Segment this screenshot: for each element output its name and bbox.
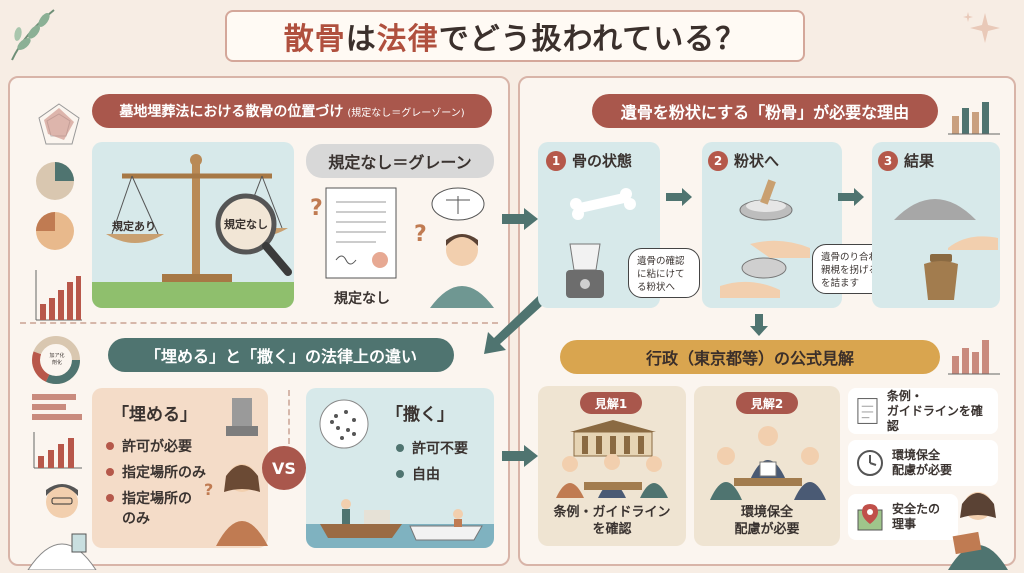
side-item-guideline: 条例・ ガイドラインを確認 <box>848 388 998 434</box>
reading-woman-icon <box>948 492 1008 570</box>
view1-caption: 条例・ガイドライン を確認 <box>553 505 671 537</box>
list-item: 許可不要 <box>396 438 468 458</box>
scatter-panel: 「撒く」 許可不要 自由 <box>306 388 494 548</box>
bury-title: 「埋める」 <box>112 405 197 425</box>
arrow-right-icon-3 <box>666 188 692 206</box>
woman-thinking-icon <box>216 464 268 546</box>
scale-left-label: 規定あり <box>112 220 156 233</box>
list-item: のみ <box>122 511 150 527</box>
pie-chart-icon <box>36 162 74 200</box>
right-bottom-header: 行政（東京都等）の公式見解 <box>560 340 940 374</box>
donut-chart-icon <box>32 336 80 384</box>
government-building-icon <box>570 420 656 457</box>
arrow-down-icon <box>750 314 768 336</box>
doc-caption: 規定なし <box>334 291 390 307</box>
map-pin-icon <box>857 504 883 531</box>
left-top-header: 墓地埋葬法における散骨の位置づけ(規定なし＝グレーゾーン) <box>92 94 492 128</box>
arrow-right-icon <box>502 208 538 230</box>
powder-pile-icon <box>894 199 976 220</box>
scale-right-label: 規定なし <box>224 218 268 231</box>
grinder-icon <box>566 243 604 298</box>
arrow-diagonal-icon <box>484 296 546 354</box>
radar-chart-icon <box>38 103 80 145</box>
scatter-title: 「撒く」 <box>386 405 454 425</box>
sparkle-icon <box>963 12 1000 43</box>
view1-tag: 見解1 <box>580 392 642 414</box>
side-item-label: 条例・ ガイドラインを確認 <box>886 388 983 433</box>
horizontal-bar-chart-icon <box>32 394 82 420</box>
thought-scale-icon <box>431 187 485 221</box>
view2-caption: 環境保全 配慮が必要 <box>734 505 800 537</box>
donut-label: 加ア化 剤化 <box>49 353 65 366</box>
side-item-environment: 環境保全 配慮が必要 <box>848 440 998 486</box>
bar-chart-icon <box>35 270 82 321</box>
bury-list: 許可が必要 指定場所のみ 指定場所の のみ <box>106 436 206 534</box>
meeting-people-icon <box>556 454 668 498</box>
bar-chart-icon-right <box>948 102 1000 135</box>
side-item-label: 環境保全 配慮が必要 <box>892 448 953 477</box>
left-bottom-header: 「埋める」と「撒く」の法律上の違い <box>108 338 454 372</box>
arrow-right-icon-4 <box>838 188 864 206</box>
step1-bubble: 遺骨の確認に粘にけてる粉状へ <box>628 248 700 298</box>
list-item: 自由 <box>396 464 468 484</box>
left-divider <box>20 322 498 324</box>
question-mark-icon: ? <box>310 196 323 221</box>
page-title: 散骨は法律でどう扱われている？ <box>225 10 805 62</box>
bar-chart-icon-right-2 <box>948 340 1000 375</box>
gravestone-icon <box>226 398 258 436</box>
question-mark-icon-3: ? <box>204 480 214 499</box>
doctor-icon <box>27 484 97 570</box>
scatter-circle-icon <box>319 399 369 449</box>
magnifier-icon <box>215 193 292 276</box>
side-item-safety: 安全たの 理事 <box>848 494 958 540</box>
gray-zone-tag: 規定なし＝グレーン <box>306 144 494 178</box>
scatter-list: 許可不要 自由 <box>396 438 468 490</box>
view2-tag: 見解2 <box>736 392 798 414</box>
list-item: 指定場所のみ <box>106 462 206 482</box>
document-icon <box>325 187 397 279</box>
vs-divider <box>288 390 290 444</box>
bar-chart-icon-2 <box>33 432 82 469</box>
list-item: 許可が必要 <box>106 436 206 456</box>
right-top-header: 遺骨を粉状にする「粉骨」が必要な理由 <box>592 94 938 128</box>
clock-icon <box>857 450 883 476</box>
mortar-icon <box>739 179 793 221</box>
list-item: 指定場所の <box>106 488 206 508</box>
officials-meeting-icon <box>710 426 826 500</box>
boats-icon <box>306 499 494 548</box>
leaf-decoration-icon <box>11 9 55 61</box>
arrow-right-icon-2 <box>502 445 538 467</box>
urn-icon <box>924 254 958 300</box>
scale-panel: 規定あり 規定なし <box>92 142 294 308</box>
thinking-person-icon <box>430 234 494 308</box>
document-ordinance-icon <box>857 398 878 424</box>
hand-sprinkle-icon <box>948 236 998 250</box>
bone-icon <box>570 188 636 220</box>
question-mark-icon-2: ? <box>414 222 427 247</box>
pie-chart-icon-2 <box>36 212 74 250</box>
vs-badge: VS <box>262 446 306 490</box>
hands-bowl-icon <box>720 240 810 298</box>
side-item-label: 安全たの 理事 <box>892 502 941 531</box>
grass <box>92 282 294 308</box>
